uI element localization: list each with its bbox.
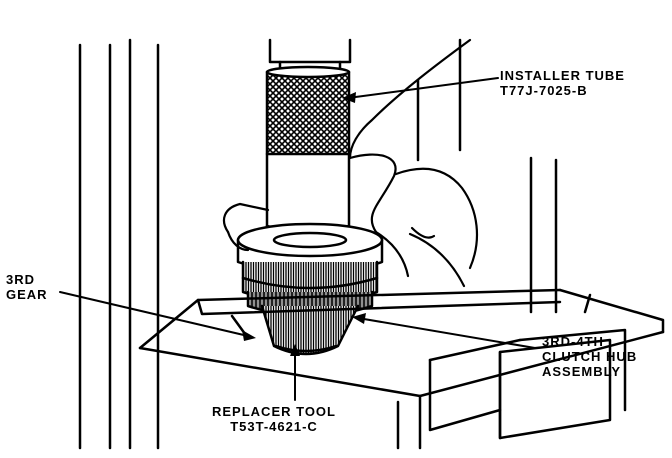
clutch-hub-label: 3RD-4TH CLUTCH HUB ASSEMBLY: [542, 334, 637, 379]
replacer-tool-part-number: T53T-4621-C: [230, 419, 318, 434]
gear-assembly: [236, 222, 384, 356]
installer-tube: [265, 65, 351, 249]
clutch-hub-line-3: ASSEMBLY: [542, 364, 622, 379]
clutch-hub-line-1: 3RD-4TH: [542, 334, 604, 349]
third-gear-label: 3RD GEAR: [6, 272, 48, 302]
hand: [222, 38, 479, 288]
third-gear-line-2: GEAR: [6, 287, 48, 302]
press-frame: [78, 38, 558, 450]
replacer-tool-name: REPLACER TOOL: [212, 404, 336, 419]
installer-tube-part-number: T77J-7025-B: [500, 83, 588, 98]
third-gear-line-1: 3RD: [6, 272, 36, 287]
installer-tube-name: INSTALLER TUBE: [500, 68, 625, 83]
leader-arrows: [59, 77, 536, 401]
arrowheads: [242, 92, 366, 356]
replacer-tool-label: REPLACER TOOL T53T-4621-C: [212, 404, 336, 434]
clutch-hub-line-2: CLUTCH HUB: [542, 349, 638, 364]
installer-tube-label: INSTALLER TUBE T77J-7025-B: [500, 68, 625, 98]
